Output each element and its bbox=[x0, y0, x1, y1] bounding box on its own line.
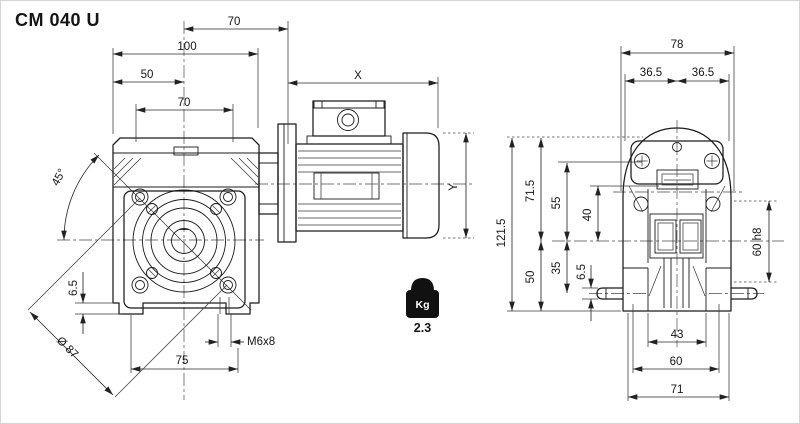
dim-label-55: 55 bbox=[551, 197, 563, 210]
motor-flange bbox=[277, 123, 297, 243]
dim-label-121.5: 121.5 bbox=[496, 219, 508, 248]
terminal-box-base bbox=[306, 135, 392, 145]
dim-label-71.5: 71.5 bbox=[525, 180, 537, 202]
foot-pad-right bbox=[731, 287, 758, 300]
dim-label-6.5-front: 6.5 bbox=[68, 280, 80, 296]
cable-gland-hole bbox=[337, 109, 359, 131]
gearbox-body-outline bbox=[112, 137, 260, 315]
bolt-circle-extension-lines bbox=[27, 197, 228, 398]
hatch-left bbox=[113, 157, 142, 186]
dim-label-40: 40 bbox=[582, 209, 594, 222]
input-neck bbox=[258, 152, 279, 215]
dim-line-87 bbox=[29, 311, 114, 396]
dim-label-71: 71 bbox=[671, 384, 684, 396]
foot-pad-left bbox=[596, 287, 623, 300]
rear-plate bbox=[630, 140, 724, 185]
flange-outer-circle bbox=[132, 189, 236, 293]
dim-label-70-bolts: 70 bbox=[178, 97, 191, 109]
hatch-right bbox=[230, 157, 259, 186]
dim-label-6.5-side: 6.5 bbox=[576, 264, 588, 280]
weight-icon: Kg 2.3 bbox=[406, 278, 439, 335]
dim-label-45deg: 45° bbox=[50, 167, 69, 188]
dim-label-60: 60 bbox=[670, 356, 683, 368]
dim-label-X: X bbox=[354, 70, 362, 82]
dim-label-60h8: 60 h8 bbox=[752, 228, 764, 257]
weight-value: 2.3 bbox=[414, 321, 431, 335]
fan-cover bbox=[402, 132, 440, 239]
output-flange-face bbox=[123, 190, 246, 309]
bottom-ribs bbox=[663, 258, 690, 308]
dim-label-43: 43 bbox=[671, 329, 684, 341]
drawing-title: CM 040 U bbox=[15, 10, 100, 30]
dim-label-Y: Y bbox=[448, 183, 460, 191]
motor-fins bbox=[298, 150, 401, 226]
dim-label-70-top: 70 bbox=[228, 16, 241, 28]
motor-nameplate bbox=[313, 172, 380, 200]
dim-arc-45 bbox=[61, 154, 100, 241]
flange-bolt-holes bbox=[131, 188, 237, 294]
side-view: 78 36.5 36.5 121.5 71.5 50 55 40 35 6.5 … bbox=[496, 39, 784, 401]
dim-label-100: 100 bbox=[177, 41, 196, 53]
diagonal-45-line bbox=[93, 152, 252, 311]
plate-screws bbox=[634, 153, 720, 169]
dim-label-dia87: Ø 87 bbox=[54, 335, 80, 361]
weight-unit-label: Kg bbox=[416, 299, 430, 311]
dim-label-50-side: 50 bbox=[525, 271, 537, 284]
tapped-holes bbox=[219, 297, 230, 314]
front-view: 70 100 50 70 X Y 45° 6.5 Ø 87 75 M6x8 bbox=[27, 16, 474, 400]
dim-label-35: 35 bbox=[551, 262, 563, 275]
dim-label-36.5-right: 36.5 bbox=[692, 67, 714, 79]
plate-top-hole bbox=[672, 142, 682, 152]
side-body-outline bbox=[622, 127, 732, 312]
cable-bracket bbox=[656, 169, 699, 190]
dim-label-m6x8: M6x8 bbox=[247, 336, 275, 348]
weight-body bbox=[406, 290, 439, 318]
dim-label-78: 78 bbox=[671, 39, 684, 51]
top-slot bbox=[173, 146, 199, 156]
dim-label-36.5-left: 36.5 bbox=[640, 67, 662, 79]
side-window bbox=[649, 213, 704, 259]
weight-handle bbox=[411, 278, 434, 291]
flange-screws bbox=[146, 203, 222, 279]
output-bore bbox=[171, 228, 197, 254]
dim-label-75: 75 bbox=[176, 355, 189, 367]
motor-side-silhouette bbox=[277, 100, 440, 243]
dim-label-50: 50 bbox=[141, 69, 154, 81]
